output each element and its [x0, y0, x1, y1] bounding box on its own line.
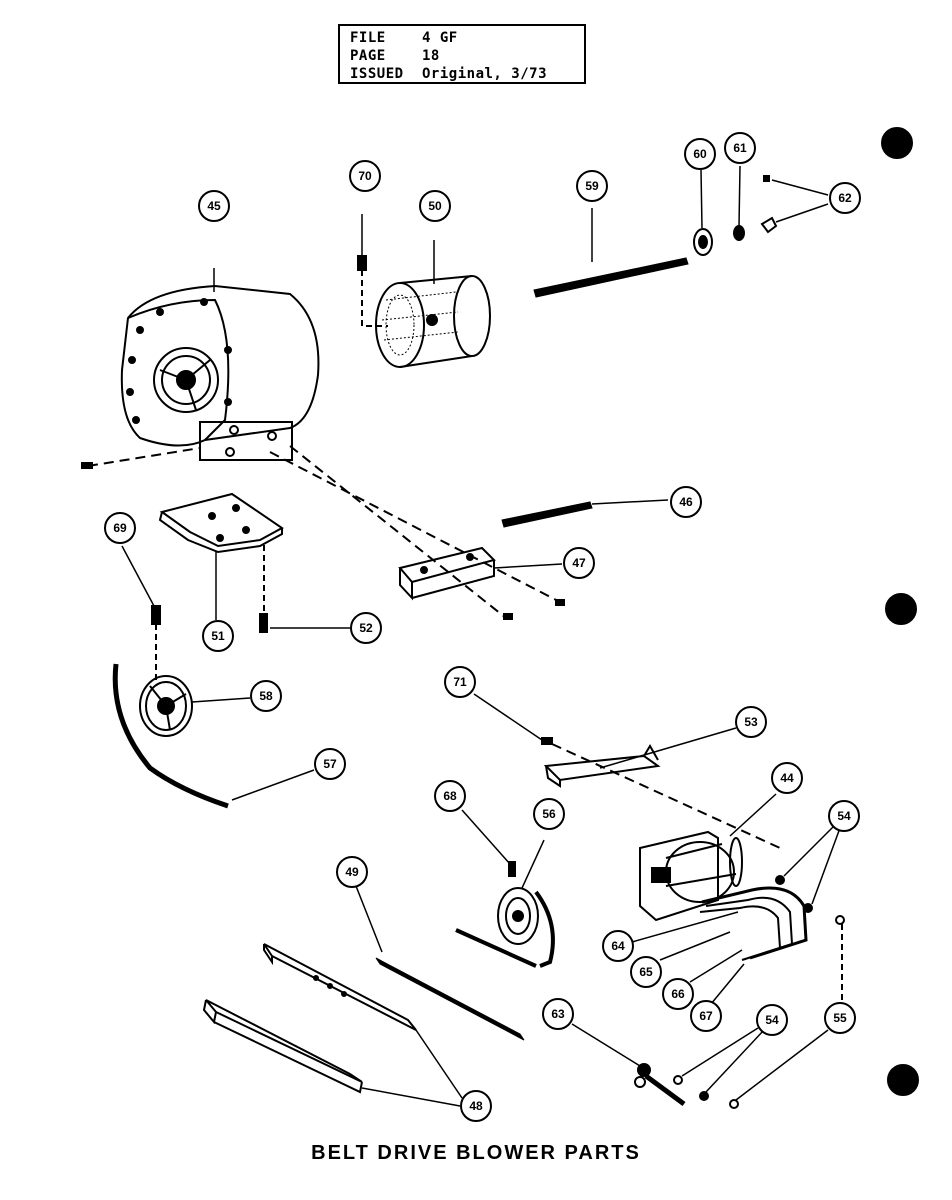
callout-50-text: 50	[428, 199, 442, 213]
callout-61-text: 61	[733, 141, 747, 155]
callout-62: 62	[829, 182, 861, 214]
page-row: PAGE 18	[350, 47, 574, 65]
callout-57-text: 57	[323, 757, 337, 771]
callout-67: 67	[690, 1000, 722, 1032]
callout-55-text: 55	[833, 1011, 847, 1025]
callout-52-text: 52	[359, 621, 373, 635]
callout-51-text: 51	[211, 629, 225, 643]
callout-49: 49	[336, 856, 368, 888]
blower-housing-drawing	[81, 268, 320, 469]
callout-54-upper-text: 54	[837, 809, 851, 823]
callout-50: 50	[419, 190, 451, 222]
callout-54-lower-text: 54	[765, 1013, 779, 1027]
binder-hole-top	[881, 127, 913, 159]
file-value: 4 GF	[422, 30, 458, 46]
callout-47: 47	[563, 547, 595, 579]
motor-44-drawing	[639, 793, 777, 922]
callout-labels: 45 70 50 59 60 61 62 46 47 69 51 52 58 7…	[104, 132, 861, 1122]
callout-71-text: 71	[453, 675, 467, 689]
callout-66: 66	[662, 978, 694, 1010]
callout-54-upper: 54	[828, 800, 860, 832]
v-belt-57-drawing	[112, 663, 315, 809]
bearing-collar-drawing	[693, 165, 829, 256]
callout-70: 70	[349, 160, 381, 192]
page-value: 18	[422, 48, 440, 64]
callout-55: 55	[824, 1002, 856, 1034]
callout-60: 60	[684, 138, 716, 170]
callout-65-text: 65	[639, 965, 653, 979]
callout-49-text: 49	[345, 865, 359, 879]
bearing-bracket-51-drawing	[158, 492, 350, 633]
rail-49-drawing	[355, 885, 525, 1041]
callout-48-text: 48	[469, 1099, 483, 1113]
callout-53-text: 53	[744, 715, 758, 729]
blower-wheel-drawing	[375, 240, 491, 368]
diagram-caption: BELT DRIVE BLOWER PARTS	[311, 1142, 641, 1164]
file-row: FILE 4 GF	[350, 29, 574, 47]
issued-row: ISSUED Original, 3/73	[350, 65, 574, 83]
callout-47-text: 47	[572, 556, 586, 570]
issued-label: ISSUED	[350, 66, 404, 82]
callout-44: 44	[771, 762, 803, 794]
file-info-box: FILE 4 GF PAGE 18 ISSUED Original, 3/73	[338, 24, 586, 84]
callout-45-text: 45	[207, 199, 221, 213]
bolt-assembly-63-drawing	[571, 1023, 686, 1107]
shaft-drawing	[533, 208, 689, 298]
callout-59-text: 59	[585, 179, 599, 193]
motor-bracket-53-drawing	[473, 693, 781, 849]
callout-58-text: 58	[259, 689, 273, 703]
blower-pulley-drawing	[121, 545, 251, 737]
callout-68-text: 68	[443, 789, 457, 803]
callout-59: 59	[576, 170, 608, 202]
callout-44-text: 44	[780, 771, 794, 785]
callout-46-text: 46	[679, 495, 693, 509]
callout-64: 64	[602, 930, 634, 962]
page-label: PAGE	[350, 48, 386, 64]
callout-58: 58	[250, 680, 282, 712]
callout-48: 48	[460, 1090, 492, 1122]
mounting-strip-46-drawing	[501, 499, 669, 528]
callout-56-text: 56	[542, 807, 556, 821]
nuts-washers-drawing	[673, 825, 845, 1109]
rails-48-drawing	[202, 943, 463, 1107]
callout-65: 65	[630, 956, 662, 988]
callout-70-text: 70	[358, 169, 372, 183]
binder-hole-middle	[885, 593, 917, 625]
callout-64-text: 64	[611, 939, 625, 953]
file-label: FILE	[350, 30, 386, 46]
angle-bracket-47-drawing	[269, 445, 565, 620]
binder-hole-bottom	[887, 1064, 919, 1096]
motor-pulley-drawing	[455, 809, 555, 968]
callout-60-text: 60	[693, 147, 707, 161]
callout-45: 45	[198, 190, 230, 222]
callout-46: 46	[670, 486, 702, 518]
callout-52: 52	[350, 612, 382, 644]
callout-66-text: 66	[671, 987, 685, 1001]
issued-value: Original, 3/73	[422, 66, 548, 82]
motor-leads-drawing	[631, 886, 808, 1011]
callout-53: 53	[735, 706, 767, 738]
callout-57: 57	[314, 748, 346, 780]
callout-71: 71	[444, 666, 476, 698]
callout-69-text: 69	[113, 521, 127, 535]
callout-69: 69	[104, 512, 136, 544]
callout-56: 56	[533, 798, 565, 830]
callout-51: 51	[202, 620, 234, 652]
callout-54-lower: 54	[756, 1004, 788, 1036]
callout-61: 61	[724, 132, 756, 164]
callout-68: 68	[434, 780, 466, 812]
callout-62-text: 62	[838, 191, 852, 205]
setscrew-70-drawing	[357, 214, 388, 327]
callout-63: 63	[542, 998, 574, 1030]
callout-67-text: 67	[699, 1009, 713, 1023]
callout-63-text: 63	[551, 1007, 565, 1021]
